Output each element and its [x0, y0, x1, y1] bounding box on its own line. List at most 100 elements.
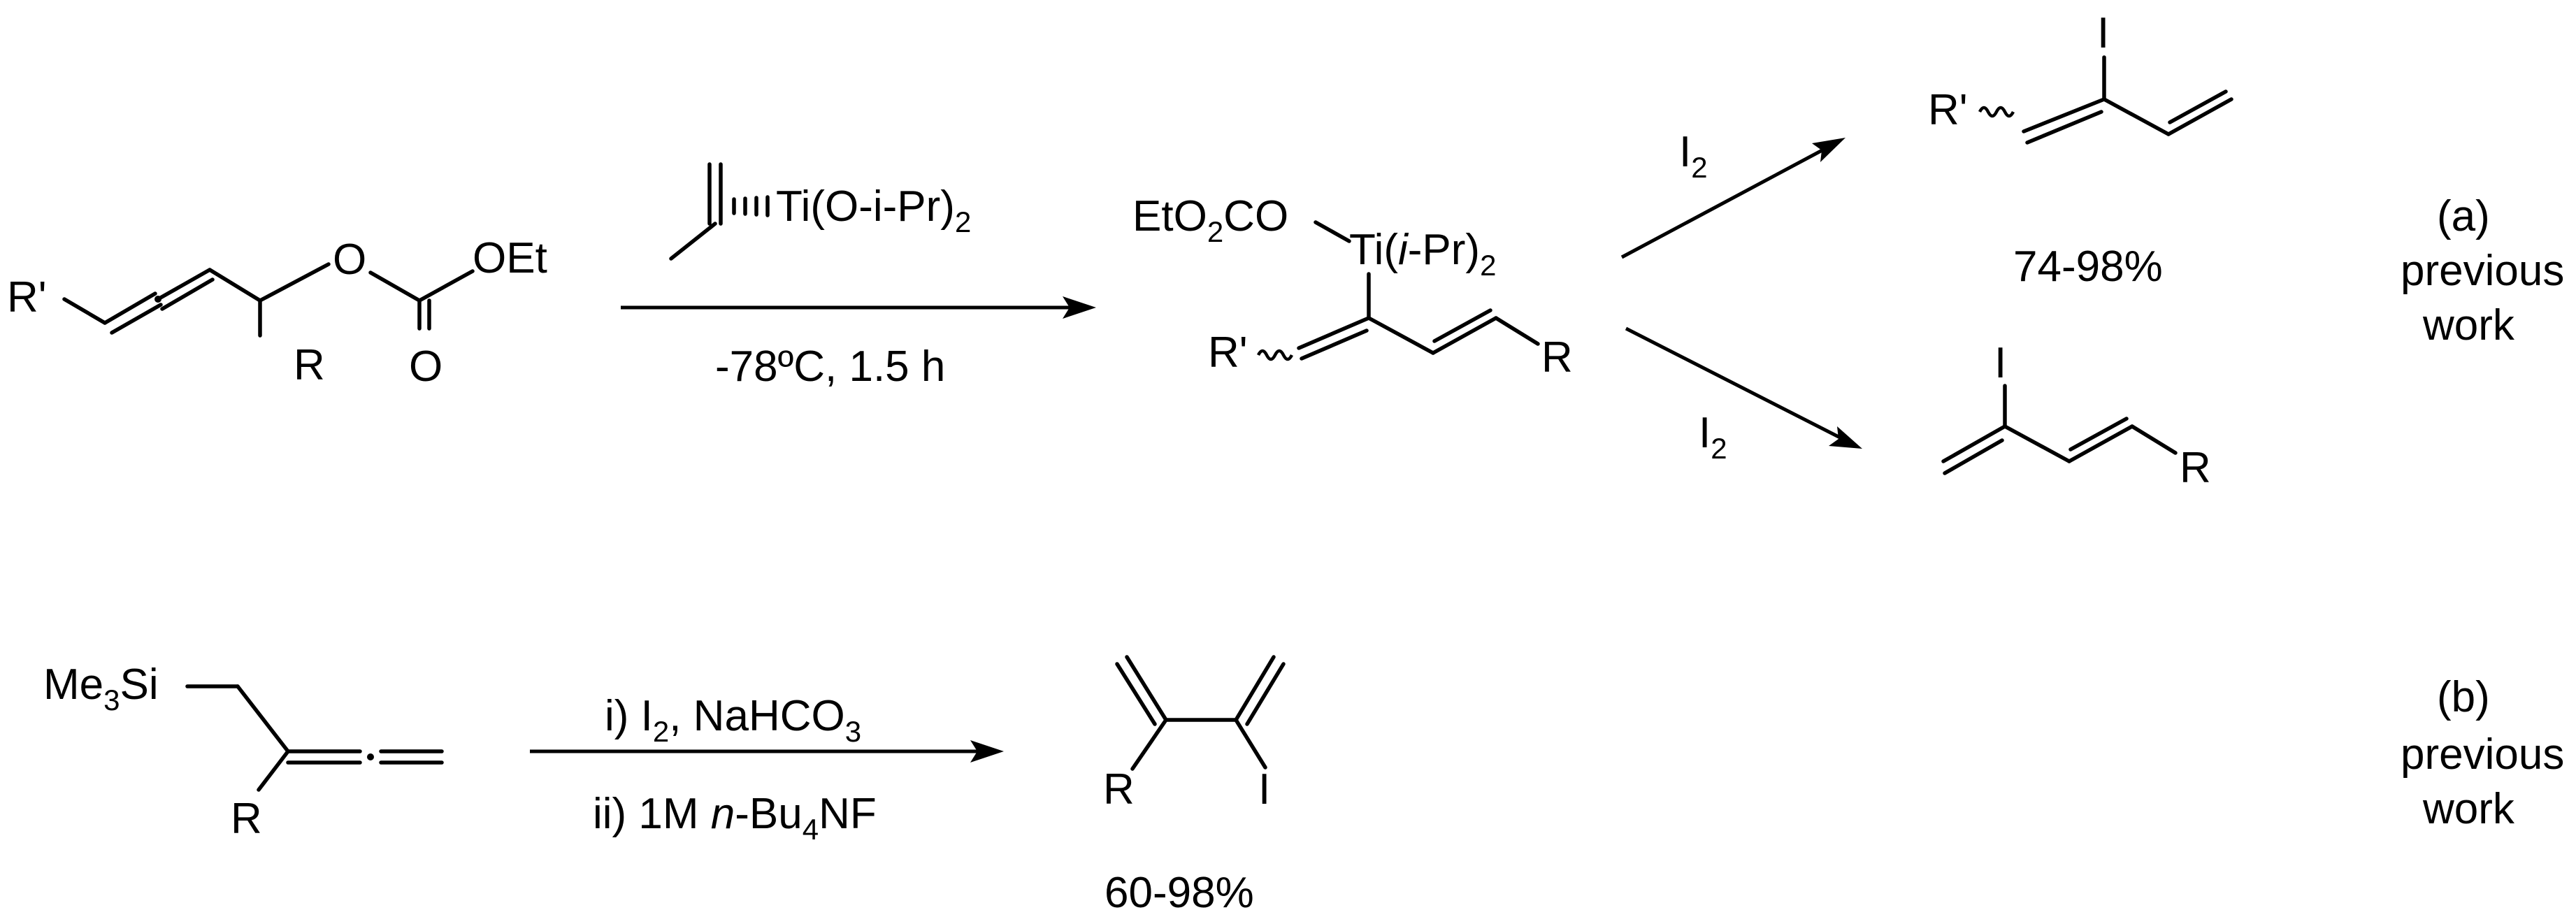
bond	[2102, 97, 2171, 136]
oxygen-label: O	[333, 236, 366, 284]
svg-text:ii) 1M n-Bu4NF: ii) 1M n-Bu4NF	[593, 790, 877, 846]
ti-tail: -Pr)	[1408, 226, 1480, 274]
bond	[110, 303, 163, 335]
bond	[1494, 316, 1540, 346]
arrow-iodination-lower	[1625, 326, 1862, 449]
eto2co-tail: CO	[1223, 192, 1288, 240]
bond	[257, 749, 290, 792]
bond	[62, 297, 107, 325]
note-b-line1: previous	[2401, 730, 2564, 779]
cond-b2-suffix: NF	[819, 790, 877, 838]
bond	[103, 291, 157, 325]
ti-label: Ti(	[1349, 226, 1398, 274]
reaction-arrow-b	[530, 740, 1004, 763]
carbonyl-oxygen-label: O	[409, 342, 442, 391]
iodine-upper-label: I	[1679, 128, 1691, 176]
bond	[368, 270, 422, 303]
cond-b2-italic: n	[711, 790, 735, 838]
ti-italic: i	[1398, 226, 1409, 274]
oet-label: OEt	[473, 234, 547, 282]
me3si-subscript: 3	[103, 684, 120, 716]
iodine-lower-label: I	[1699, 409, 1711, 457]
eto2co-subscript: 2	[1207, 215, 1223, 248]
bond	[1297, 316, 1371, 350]
bond	[2022, 97, 2106, 133]
product-2-iodo-diene-r: I R	[1941, 339, 2211, 492]
r-prime-label: R'	[1928, 86, 1968, 134]
cond-b2-mid: -Bu	[735, 790, 802, 838]
cond-b1-prefix: i) I	[605, 692, 653, 740]
svg-text:Ti(O-i-Pr)2: Ti(O-i-Pr)2	[776, 182, 971, 238]
bond	[2130, 424, 2178, 455]
svg-text:i) I2, NaHCO3: i) I2, NaHCO3	[605, 692, 861, 748]
r-prime-label: R'	[1208, 328, 1248, 377]
allene-center-dot	[367, 753, 374, 760]
cond-b2-prefix: ii) 1M	[593, 790, 711, 838]
iodine-upper-subscript: 2	[1691, 151, 1707, 184]
starting-material-allenyl-carbonate: R' R O O OEt	[7, 234, 547, 391]
r-label: R	[294, 341, 325, 389]
bond	[208, 268, 262, 303]
reagent-allyltitanium: Ti(O-i-Pr)2	[669, 162, 971, 261]
product-iodo-butadiene: R I	[1103, 655, 1286, 814]
bond	[1300, 328, 1369, 361]
bond	[160, 277, 215, 311]
r-label: R	[231, 795, 262, 843]
note-b-line2: work	[2422, 785, 2515, 833]
iodo-label: I	[1994, 339, 2006, 387]
me3si-tail: Si	[120, 660, 159, 709]
note-a-line2: work	[2422, 301, 2515, 349]
bond	[236, 684, 290, 753]
bond	[669, 222, 717, 261]
cond-b1-sub2: 3	[845, 715, 861, 748]
bond	[2068, 417, 2129, 452]
wavy-bond	[1256, 349, 1294, 361]
starting-material-silyl-allene: Me3Si R	[43, 660, 444, 843]
eto2co-label: EtO	[1132, 192, 1207, 240]
svg-text:I2: I2	[1679, 128, 1708, 184]
r-prime-label: R'	[7, 273, 47, 322]
iodo-label: I	[1258, 765, 1270, 814]
cond-b1-suffix: , NaHCO	[669, 692, 844, 740]
note-a-line1: previous	[2401, 247, 2564, 295]
bond	[1125, 655, 1168, 722]
bond	[2166, 97, 2233, 136]
bond	[1943, 438, 2004, 475]
reaction-arrow-a	[621, 296, 1096, 319]
tag-a: (a)	[2437, 192, 2490, 240]
bond	[1941, 424, 2007, 463]
bond	[2003, 424, 2071, 463]
cond-b1-sub: 2	[653, 715, 669, 748]
bond	[1245, 662, 1286, 726]
wavy-bond	[1978, 106, 2015, 118]
conditions-label: -78ºC, 1.5 h	[715, 342, 945, 391]
iodo-label: I	[2097, 9, 2109, 57]
bond	[1314, 220, 1351, 243]
bond	[1432, 308, 1492, 343]
product-2-iodo-diene: I R'	[1928, 9, 2233, 145]
r-label: R	[1541, 333, 1573, 382]
bond	[2168, 89, 2228, 124]
arrow-iodination-upper	[1620, 138, 1845, 259]
svg-text:Me3Si: Me3Si	[43, 660, 159, 716]
cond-b2-sub: 4	[803, 813, 819, 846]
bond	[2025, 110, 2103, 145]
reagent-subscript: 2	[955, 205, 971, 238]
svg-text:EtO2CO: EtO2CO	[1132, 192, 1288, 248]
ti-subscript: 2	[1480, 249, 1496, 282]
titanium-intermediate: EtO2CO Ti(i-Pr)2 R' R	[1132, 192, 1573, 382]
tag-b: (b)	[2437, 673, 2490, 721]
me3si-label: Me	[43, 660, 103, 709]
iodine-lower-subscript: 2	[1711, 432, 1727, 465]
yield-a: 74-98%	[2013, 243, 2163, 291]
yield-b: 60-98%	[1104, 869, 1254, 917]
bond	[1234, 718, 1267, 770]
bond	[1234, 655, 1276, 722]
bond	[417, 269, 475, 303]
svg-text:Ti(i-Pr)2: Ti(i-Pr)2	[1349, 226, 1496, 282]
bond	[2067, 424, 2134, 463]
bond	[1115, 662, 1157, 726]
svg-text:I2: I2	[1699, 409, 1727, 465]
bond	[1367, 316, 1435, 355]
